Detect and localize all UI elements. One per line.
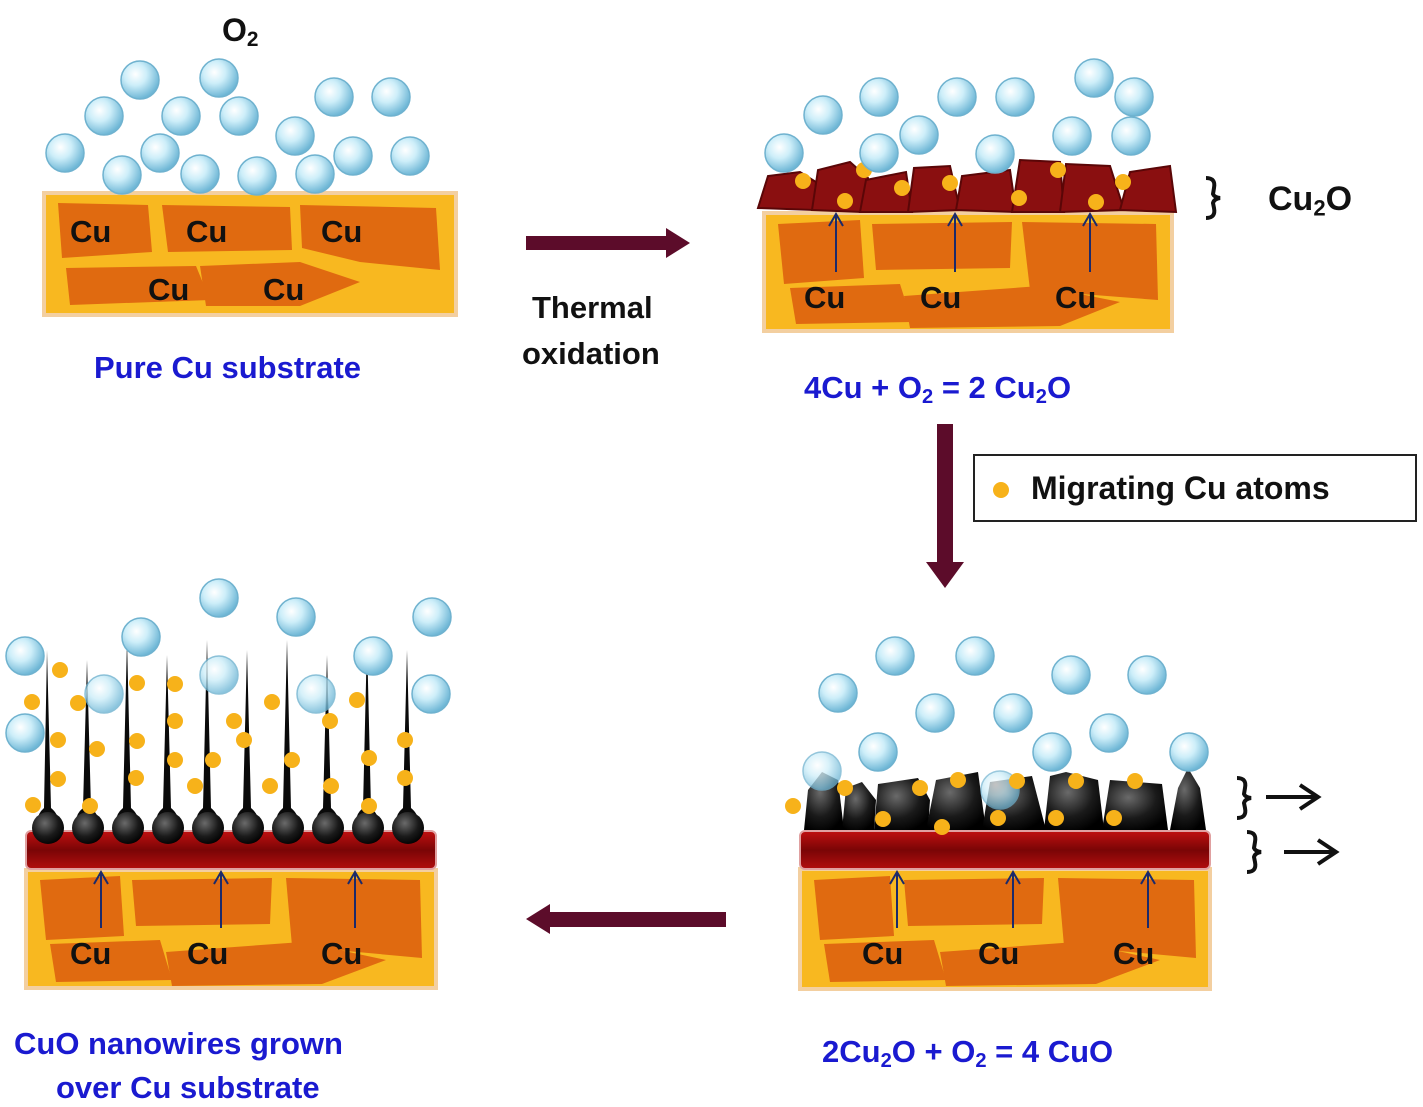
cu-grain (904, 286, 1120, 328)
step2-equation: 4Cu + O2 = 2 Cu2O (804, 370, 1072, 409)
panel-cu2o (756, 58, 1221, 333)
legend: Migrating Cu atoms (973, 454, 1417, 522)
grain-label: Cu (804, 280, 846, 315)
grain-label: Cu (321, 214, 363, 249)
cu-grain (132, 878, 272, 926)
cu-grain (66, 266, 210, 305)
step4-caption-line2: over Cu substrate (56, 1070, 320, 1105)
cu-grain (1058, 878, 1196, 958)
diffusion-arrow-icon (1266, 783, 1322, 811)
bracket-icon (1236, 776, 1252, 820)
cu-grain (300, 205, 440, 270)
grain-label: Cu (263, 272, 305, 307)
cu-grain (824, 940, 946, 982)
grain-label: Cu (321, 936, 363, 971)
o2-molecules (802, 636, 1209, 810)
step4-caption-line1: CuO nanowires grown (14, 1026, 343, 1061)
process-arrow (926, 424, 964, 588)
o2-top-label: O2 (222, 12, 259, 52)
cu2o-layer (756, 158, 1178, 214)
diffusion-arrow-icon (1284, 838, 1340, 866)
cu-grain (814, 876, 894, 940)
grain-label: Cu (186, 214, 228, 249)
cu2o-label: Cu2O (1268, 180, 1353, 221)
grain-label: Cu (187, 936, 229, 971)
cu-grain (50, 940, 172, 982)
migrating-atom-dot-icon (993, 482, 1009, 498)
grain-label: Cu (1055, 280, 1097, 315)
migrating-atoms (24, 662, 413, 814)
cu-grain (790, 284, 912, 324)
step1-caption: Pure Cu substrate (94, 350, 362, 385)
cu-grain (778, 220, 864, 284)
o2-molecules (45, 58, 430, 196)
cu-grain (872, 222, 1012, 270)
arrow1-label-line1: Thermal (532, 290, 653, 325)
o2-molecules (5, 578, 452, 753)
grain-label: Cu (70, 936, 112, 971)
cu-grain (58, 203, 152, 258)
grain-label: Cu (862, 936, 904, 971)
grain-label: Cu (70, 214, 112, 249)
grain-label: Cu (1113, 936, 1155, 971)
cu2o-layer (799, 830, 1211, 870)
grain-label: Cu (920, 280, 962, 315)
process-arrow (526, 904, 726, 934)
cu-migration-arrows (828, 212, 1098, 272)
cu-grain (40, 876, 124, 940)
process-arrow (526, 228, 690, 258)
migrating-atoms (785, 772, 1143, 835)
o2-molecules (764, 58, 1154, 174)
grain-label: Cu (148, 272, 190, 307)
cu-migration-arrows (93, 870, 363, 928)
panel-cuo-nanowires (5, 578, 452, 990)
cu-migration-arrows (889, 870, 1156, 928)
cu-grain (166, 942, 386, 986)
panel-pure-cu (42, 58, 458, 317)
grain-label: Cu (978, 936, 1020, 971)
bracket-icon (1246, 830, 1262, 874)
cu-grain (162, 205, 292, 252)
cuo-nanowire-bases (32, 812, 424, 844)
cu-grain (200, 262, 360, 306)
bracket-icon (1205, 176, 1221, 220)
arrow1-label-line2: oxidation (522, 336, 660, 371)
migrating-atoms (795, 162, 1131, 210)
step3-equation: 2Cu2O + O2 = 4 CuO (822, 1034, 1114, 1073)
panel-cuo-growth (785, 636, 1340, 991)
cu-grain (904, 878, 1044, 926)
legend-text: Migrating Cu atoms (1031, 470, 1330, 506)
cu-grain (940, 942, 1160, 986)
